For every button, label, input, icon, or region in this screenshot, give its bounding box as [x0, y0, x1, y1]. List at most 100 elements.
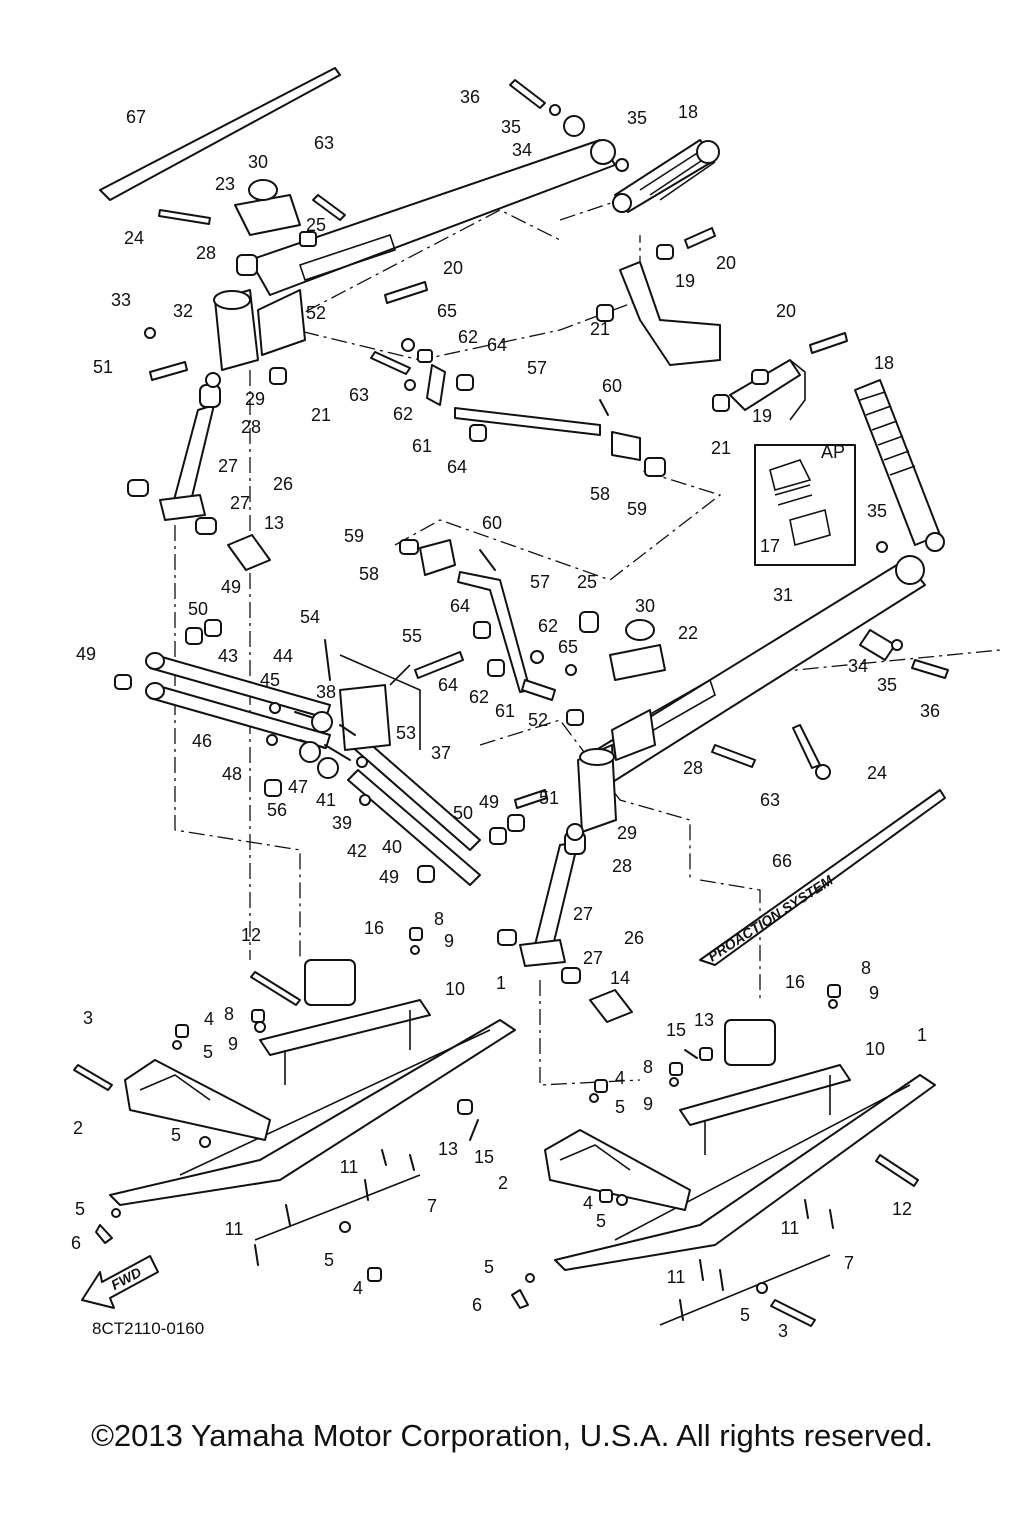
callout-62: 62 — [393, 404, 413, 424]
spindle-housing-left — [213, 289, 306, 371]
callout-44: 44 — [273, 646, 293, 666]
hardware — [114, 79, 949, 984]
callout-5: 5 — [596, 1211, 606, 1231]
callout-56: 56 — [267, 800, 287, 820]
tie-rod-front — [457, 571, 531, 693]
callout-27: 27 — [573, 904, 593, 924]
decal-66-proaction: PROACTION SYSTEM — [699, 789, 946, 966]
callout-12: 12 — [892, 1199, 912, 1219]
upper-arm-front — [579, 555, 926, 791]
callout-63: 63 — [349, 385, 369, 405]
callout-5: 5 — [203, 1042, 213, 1062]
callout-21: 21 — [711, 438, 731, 458]
ski-hardware — [73, 927, 919, 1327]
callout-5: 5 — [324, 1250, 334, 1270]
callout-9: 9 — [869, 983, 879, 1003]
callout-19: 19 — [675, 271, 695, 291]
callout-27: 27 — [583, 948, 603, 968]
copyright-notice: ©2013 Yamaha Motor Corporation, U.S.A. A… — [91, 1418, 933, 1453]
callout-64: 64 — [438, 675, 458, 695]
callout-8: 8 — [643, 1057, 653, 1077]
fwd-arrow-icon: FWD — [81, 1255, 159, 1309]
callout-22: 22 — [678, 623, 698, 643]
callout-34: 34 — [848, 656, 868, 676]
callout-35: 35 — [501, 117, 521, 137]
callout-23: 23 — [215, 174, 235, 194]
callout-10: 10 — [445, 979, 465, 999]
callout-52: 52 — [306, 303, 326, 323]
callout-25: 25 — [577, 572, 597, 592]
callout-38: 38 — [316, 682, 336, 702]
callout-20: 20 — [716, 253, 736, 273]
callout-15: 15 — [666, 1020, 686, 1040]
bell-crank-rear — [619, 261, 721, 366]
callout-45: 45 — [260, 670, 280, 690]
callout-30: 30 — [635, 596, 655, 616]
callout-3: 3 — [83, 1008, 93, 1028]
callout-61: 61 — [412, 436, 432, 456]
callout-40: 40 — [382, 837, 402, 857]
callout-35: 35 — [867, 501, 887, 521]
callout-64: 64 — [450, 596, 470, 616]
callout-49: 49 — [221, 577, 241, 597]
tie-rod-rear — [454, 407, 601, 436]
callout-13: 13 — [264, 513, 284, 533]
callout-6: 6 — [71, 1233, 81, 1253]
callout-62: 62 — [469, 687, 489, 707]
callout-16: 16 — [785, 972, 805, 992]
callout-35: 35 — [877, 675, 897, 695]
callout-49: 49 — [479, 792, 499, 812]
callout-7: 7 — [427, 1196, 437, 1216]
callout-5: 5 — [615, 1097, 625, 1117]
callout-53: 53 — [396, 723, 416, 743]
callout-18: 18 — [678, 102, 698, 122]
callout-11: 11 — [225, 1219, 244, 1239]
callout-13: 13 — [438, 1139, 458, 1159]
callout-4: 4 — [615, 1068, 625, 1088]
callout-11: 11 — [340, 1157, 359, 1177]
callout-28: 28 — [241, 417, 261, 437]
callout-30: 30 — [248, 152, 268, 172]
callout-35: 35 — [627, 108, 647, 128]
callout-27: 27 — [230, 493, 250, 513]
callout-46: 46 — [192, 731, 212, 751]
spindle-left — [159, 384, 221, 521]
callout-21: 21 — [311, 405, 331, 425]
callout-52: 52 — [528, 710, 548, 730]
callout-58: 58 — [359, 564, 379, 584]
callout-26: 26 — [624, 928, 644, 948]
callout-5: 5 — [75, 1199, 85, 1219]
callout-63: 63 — [760, 790, 780, 810]
callout-10: 10 — [865, 1039, 885, 1059]
callout-51: 51 — [93, 357, 113, 377]
callout-54: 54 — [300, 607, 320, 627]
callout-1: 1 — [917, 1025, 927, 1045]
callout-11: 11 — [667, 1267, 686, 1287]
callout-8: 8 — [861, 958, 871, 978]
callout-31: 31 — [773, 585, 793, 605]
callout-50: 50 — [188, 599, 208, 619]
callout-41: 41 — [316, 790, 336, 810]
callout-64: 64 — [447, 457, 467, 477]
callout-36: 36 — [460, 87, 480, 107]
callout-67: 67 — [126, 107, 146, 127]
callout-59: 59 — [627, 499, 647, 519]
callout-6: 6 — [472, 1295, 482, 1315]
callout-63: 63 — [314, 133, 334, 153]
callout-37: 37 — [431, 743, 451, 763]
callout-65: 65 — [437, 301, 457, 321]
callout-65: 65 — [558, 637, 578, 657]
callout-11: 11 — [781, 1218, 800, 1238]
callout-33: 33 — [111, 290, 131, 310]
callout-4: 4 — [353, 1278, 363, 1298]
upper-arm-rear — [249, 139, 616, 296]
callout-59: 59 — [344, 526, 364, 546]
callout-7: 7 — [844, 1253, 854, 1273]
callout-19: 19 — [752, 406, 772, 426]
callout-43: 43 — [218, 646, 238, 666]
callout-24: 24 — [124, 228, 144, 248]
callout-60: 60 — [602, 376, 622, 396]
callout-16: 16 — [364, 918, 384, 938]
exploded-view-drawing: PROACTION SYSTEM — [71, 67, 1001, 1341]
callout-25: 25 — [306, 215, 326, 235]
